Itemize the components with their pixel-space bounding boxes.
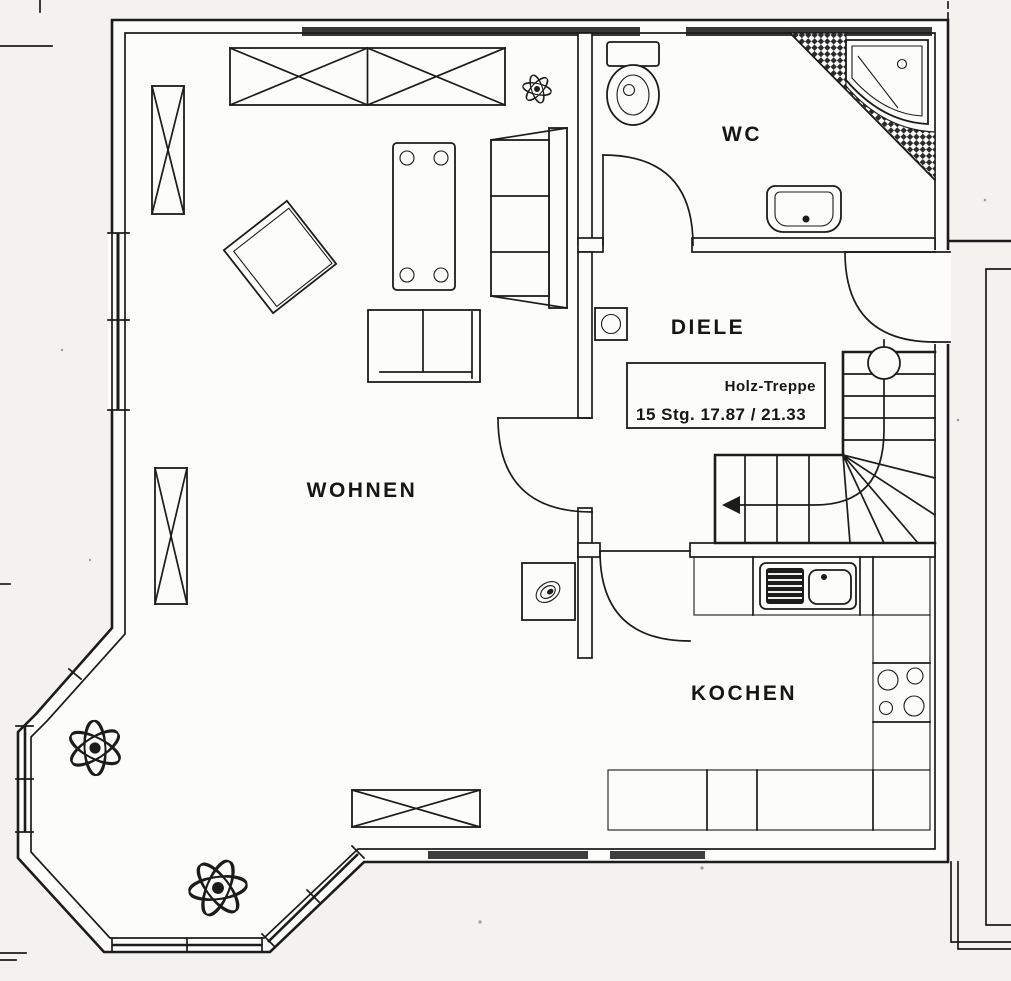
kitchen-counter-bottom bbox=[607, 769, 931, 831]
window-bay-left bbox=[15, 725, 34, 833]
plant-stool-icon bbox=[521, 562, 576, 621]
door-kitchen bbox=[599, 550, 691, 642]
furniture bbox=[150, 46, 576, 829]
armchair-icon bbox=[222, 199, 338, 315]
table-icon bbox=[392, 142, 456, 291]
staircase-icon bbox=[713, 339, 937, 545]
wall-wc-diele-right bbox=[691, 237, 936, 253]
washbasin-icon bbox=[766, 185, 842, 233]
stair-note-spec: 15 Stg. 17.87 / 21.33 bbox=[636, 405, 806, 424]
room-label-wc: WC bbox=[722, 123, 762, 146]
room-label-wohnen: WOHNEN bbox=[307, 479, 418, 502]
door-wc bbox=[602, 154, 694, 246]
cabinet-left-top-icon bbox=[150, 84, 186, 216]
exterior-walls bbox=[16, 18, 950, 954]
window-bottom-living bbox=[428, 851, 588, 859]
stair-note-box: Holz-Treppe 15 Stg. 17.87 / 21.33 bbox=[626, 362, 826, 429]
adjacent-structures bbox=[0, 0, 1011, 961]
wall-wc-diele-left bbox=[577, 237, 604, 253]
wall-fixture bbox=[594, 307, 628, 341]
cabinet-left-bottom-icon bbox=[153, 466, 189, 606]
cooktop-icon bbox=[877, 667, 925, 717]
room-labels: WOHNEN WC DIELE KOCHEN bbox=[307, 123, 797, 705]
room-label-diele: DIELE bbox=[671, 316, 745, 339]
sofa-icon bbox=[490, 127, 568, 309]
bench-icon bbox=[367, 309, 481, 383]
wall-living-kitchen bbox=[577, 507, 593, 659]
sideboard-bottom-icon bbox=[350, 788, 482, 829]
wc-fixtures bbox=[606, 31, 937, 233]
window-left-wall bbox=[107, 232, 130, 411]
staircase: Holz-Treppe 15 Stg. 17.87 / 21.33 bbox=[626, 339, 937, 545]
window-bottom-kitchen bbox=[610, 851, 705, 859]
shower-icon bbox=[788, 31, 937, 182]
neighbor-building-outline bbox=[985, 268, 1011, 926]
window-top-wc bbox=[686, 27, 932, 36]
window-bay-diagonal bbox=[260, 844, 366, 948]
doors bbox=[497, 154, 951, 642]
door-entrance bbox=[844, 250, 951, 344]
interior-walls bbox=[577, 32, 936, 659]
wall-diele-kitchen-right bbox=[689, 542, 936, 558]
wall-joint-tick bbox=[67, 667, 83, 681]
door-living bbox=[497, 417, 593, 513]
toilet-icon bbox=[606, 41, 660, 126]
wall-living-wc bbox=[577, 32, 593, 246]
wall-living-diele-upper bbox=[577, 251, 593, 419]
sink-icon bbox=[759, 562, 857, 610]
room-label-kochen: KOCHEN bbox=[691, 682, 797, 705]
kitchen-fixtures bbox=[607, 556, 931, 831]
wardrobe-icon bbox=[228, 46, 507, 107]
window-bay-bottom bbox=[111, 937, 263, 953]
kitchen-counter-top bbox=[693, 556, 931, 616]
stair-newel-post bbox=[867, 346, 901, 380]
windows bbox=[15, 27, 932, 953]
stair-direction-arrow bbox=[722, 496, 740, 514]
wall-diele-kitchen-left bbox=[577, 542, 601, 558]
window-top-living bbox=[302, 27, 640, 36]
stair-note-title: Holz-Treppe bbox=[725, 378, 816, 395]
